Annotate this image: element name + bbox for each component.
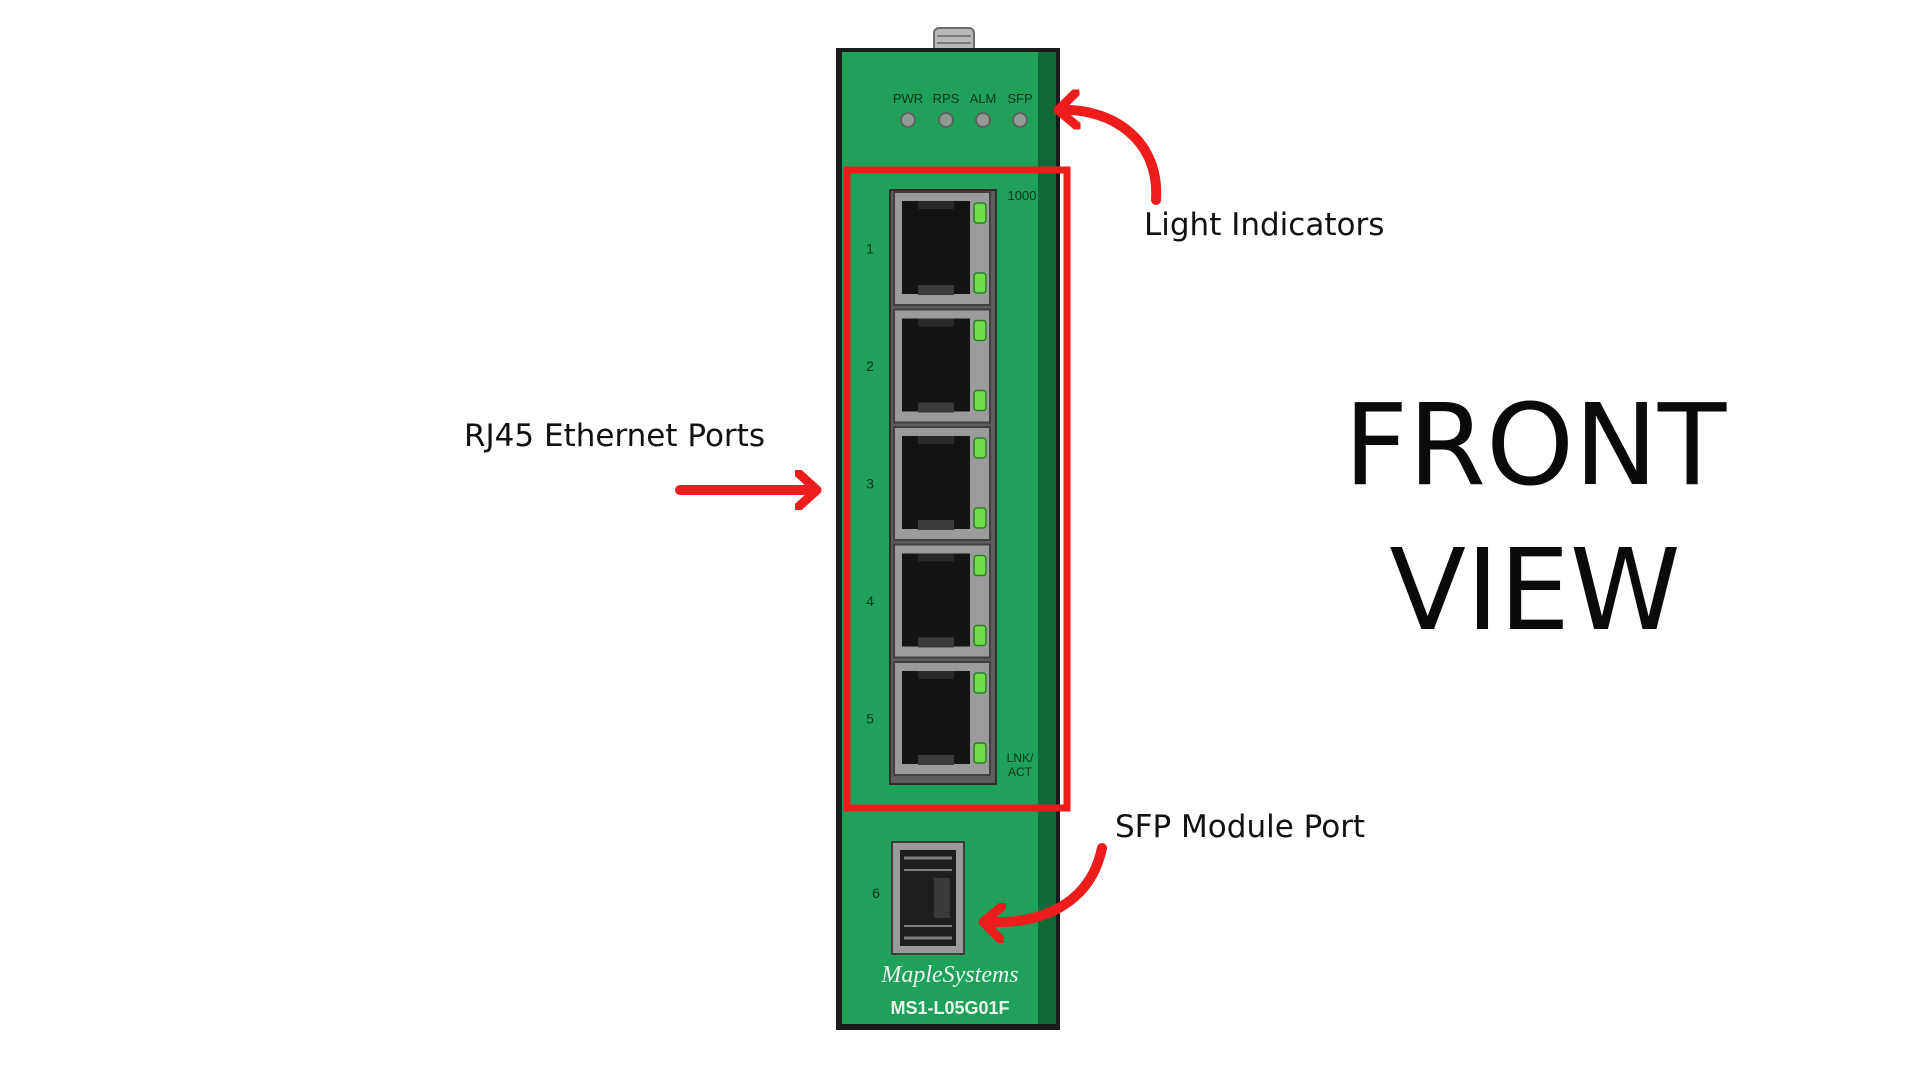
rj45-port bbox=[893, 191, 991, 306]
led-label-alm: ALM bbox=[970, 91, 997, 106]
port-led-bottom bbox=[973, 624, 987, 647]
port-number: 1 bbox=[866, 241, 874, 257]
arrow-light-indicators bbox=[1060, 110, 1162, 205]
callout-light-indicators: Light Indicators bbox=[1144, 207, 1385, 243]
led-sfp bbox=[1012, 112, 1028, 128]
callout-rj45-ports: RJ45 Ethernet Ports bbox=[464, 418, 765, 454]
link-act-label-line1: LNK/ bbox=[1007, 751, 1034, 765]
rj45-port bbox=[893, 426, 991, 541]
led-label-rps: RPS bbox=[933, 91, 960, 106]
port-number: 5 bbox=[866, 711, 874, 727]
brand-logo: MapleSystems bbox=[880, 962, 1018, 988]
port-led-top bbox=[973, 672, 987, 694]
sfp-port bbox=[891, 841, 965, 955]
device-side-edge bbox=[1038, 52, 1056, 1024]
sfp-port-number: 6 bbox=[872, 885, 880, 901]
speed-label: 1000 bbox=[1008, 188, 1037, 203]
title-line-2: VIEW bbox=[1389, 526, 1681, 656]
led-rps bbox=[938, 112, 954, 128]
port-led-top bbox=[973, 202, 987, 224]
port-led-top bbox=[973, 554, 987, 577]
port-number: 2 bbox=[866, 358, 874, 374]
led-label-pwr: PWR bbox=[893, 91, 923, 106]
rj45-port bbox=[893, 308, 991, 424]
rj45-port bbox=[893, 661, 991, 776]
led-pwr bbox=[900, 112, 916, 128]
port-led-bottom bbox=[973, 742, 987, 764]
led-label-sfp: SFP bbox=[1007, 91, 1032, 106]
top-screw bbox=[933, 27, 975, 55]
link-act-label-line2: ACT bbox=[1008, 765, 1033, 779]
port-led-top bbox=[973, 319, 987, 342]
led-alm bbox=[975, 112, 991, 128]
port-numbers: 1 2 3 4 5 bbox=[866, 241, 874, 727]
port-number: 4 bbox=[866, 593, 874, 609]
rj45-highlight-box bbox=[843, 166, 1071, 812]
port-led-top bbox=[973, 437, 987, 459]
title-line-1: FRONT bbox=[1343, 381, 1727, 511]
model-number: MS1-L05G01F bbox=[890, 998, 1009, 1018]
port-led-bottom bbox=[973, 507, 987, 529]
arrow-sfp-port bbox=[985, 843, 1107, 922]
rj45-port bbox=[893, 543, 991, 659]
status-leds bbox=[900, 112, 1028, 128]
port-led-bottom bbox=[973, 389, 987, 412]
port-led-bottom bbox=[973, 272, 987, 294]
callout-sfp-port: SFP Module Port bbox=[1115, 809, 1366, 845]
port-number: 3 bbox=[866, 476, 874, 492]
rj45-ports bbox=[893, 191, 991, 776]
